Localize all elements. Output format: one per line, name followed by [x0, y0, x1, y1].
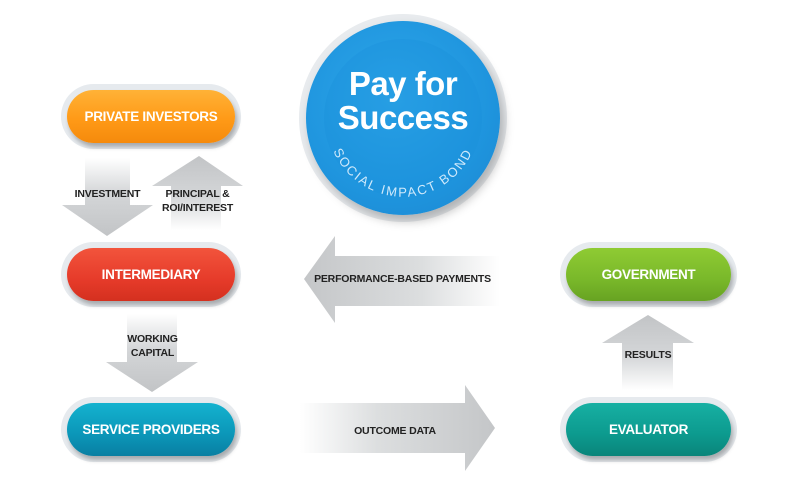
node-label: INTERMEDIARY: [101, 267, 201, 282]
outcome-data-label: OUTCOME DATA: [354, 425, 436, 437]
svg-text:SOCIAL IMPACT BOND: SOCIAL IMPACT BOND: [330, 146, 475, 200]
outcome-data-arrow: [300, 385, 495, 471]
principal-label-line2: ROI/INTEREST: [161, 202, 234, 214]
node-private-investors[interactable]: PRIVATE INVESTORS: [67, 90, 235, 143]
node-service-providers[interactable]: SERVICE PROVIDERS: [67, 403, 235, 456]
node-label: SERVICE PROVIDERS: [82, 422, 220, 437]
pay-for-success-badge: Pay for Success: [306, 21, 500, 215]
node-label: PRIVATE INVESTORS: [84, 109, 218, 124]
investment-label: INVESTMENT: [74, 188, 141, 200]
working-capital-label-line1: WORKING: [127, 333, 178, 345]
results-arrow: [602, 315, 694, 390]
principal-label-line1: PRINCIPAL &: [165, 188, 230, 200]
investment-arrow: [62, 158, 153, 236]
node-label: GOVERNMENT: [601, 267, 696, 282]
badge-title-line2: Success: [337, 99, 469, 136]
working-capital-arrow: [106, 314, 198, 392]
node-intermediary[interactable]: INTERMEDIARY: [67, 248, 235, 301]
results-label: RESULTS: [624, 349, 672, 361]
badge-subtitle: SOCIAL IMPACT BOND: [330, 146, 475, 200]
performance-payments-label: PERFORMANCE-BASED PAYMENTS: [314, 273, 491, 285]
principal-arrow: [152, 156, 243, 230]
node-government[interactable]: GOVERNMENT: [566, 248, 731, 301]
working-capital-label-line2: CAPITAL: [130, 347, 175, 359]
node-evaluator[interactable]: EVALUATOR: [566, 403, 731, 456]
badge-title-line1: Pay for: [348, 65, 458, 102]
node-label: EVALUATOR: [608, 422, 689, 437]
performance-payments-arrow: [304, 236, 500, 323]
